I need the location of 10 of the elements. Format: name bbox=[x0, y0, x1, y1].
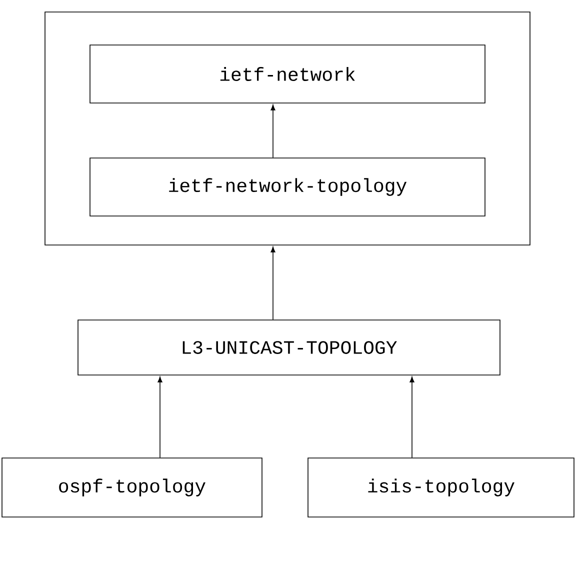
module-box: ietf-network-topology bbox=[90, 158, 486, 216]
arrow bbox=[158, 376, 162, 458]
arrow bbox=[270, 104, 276, 158]
arrow bbox=[410, 376, 414, 458]
container-box bbox=[44, 12, 530, 246]
module-box: ospf-topology bbox=[2, 458, 262, 518]
arrow bbox=[270, 246, 276, 320]
module-box: L3-UNICAST-TOPOLOGY bbox=[78, 320, 500, 376]
module-box: isis-topology bbox=[308, 458, 574, 518]
module-box: ietf-network bbox=[90, 44, 486, 104]
